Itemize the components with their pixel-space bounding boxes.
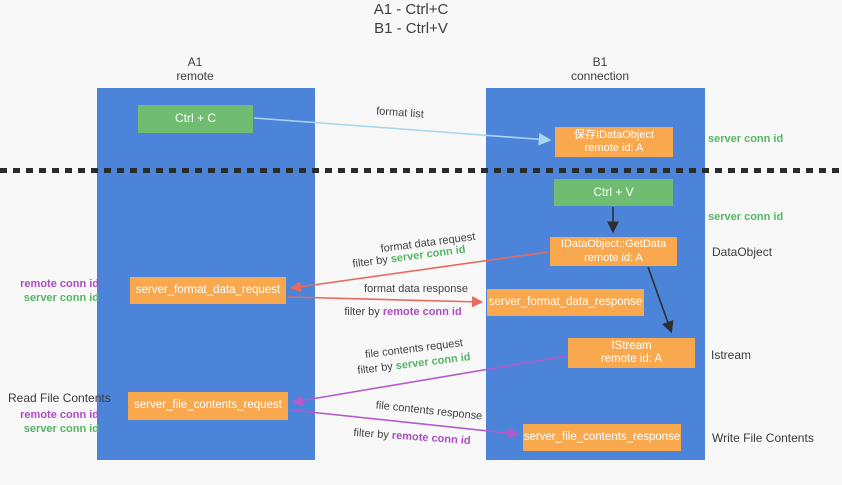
node-idataobject-getdata-line2: remote id: A — [584, 251, 643, 264]
node-server-format-data-response-label: server_format_data_response — [488, 295, 643, 308]
lane-header-a1: A1 remote — [96, 55, 294, 83]
lane-a1-subtitle: remote — [176, 69, 214, 83]
label-format-data-response-filter: filter by remote conn id — [344, 306, 461, 318]
note-server-conn-id-mid: server conn id — [708, 211, 784, 223]
diagram-title-line2: B1 - Ctrl+V — [374, 20, 448, 37]
note-conn-ids-file: remote conn id server conn id — [0, 409, 99, 436]
note-read-file-contents: Read File Contents — [8, 391, 111, 405]
node-ctrl-v-label: Ctrl + V — [593, 184, 634, 199]
node-save-idataobject-line2: remote id: A — [584, 142, 644, 154]
note-remote-conn-id-top: remote conn id — [20, 278, 99, 290]
node-server-format-data-request: server_format_data_request — [130, 277, 286, 304]
label-format-data-response-filter-prefix: filter by — [344, 306, 383, 318]
lane-a1-name: A1 — [187, 55, 203, 69]
arrow-format-data-response — [287, 296, 484, 308]
node-server-file-contents-request-label: server_file_contents_request — [134, 399, 282, 412]
node-istream-line1: IStream — [611, 339, 652, 352]
label-format-data-response-filter-key: remote conn id — [382, 306, 462, 318]
node-save-idataobject-line1: 保存IDataObject — [573, 128, 655, 141]
label-file-contents-response: file contents response — [375, 399, 483, 423]
node-server-file-contents-response: server_file_contents_response — [523, 424, 681, 451]
note-server-conn-id-top: server conn id — [708, 133, 784, 145]
node-istream-line2: remote id: A — [600, 353, 663, 365]
label-format-list: format list — [375, 105, 425, 121]
label-file-contents-response-filter: filter by remote conn id — [353, 427, 471, 447]
node-istream: IStream remote id: A — [568, 338, 695, 368]
lane-header-b1: B1 connection — [500, 55, 700, 83]
note-remote-conn-id-bottom: remote conn id — [20, 409, 99, 421]
label-file-contents-response-filter-prefix: filter by — [353, 426, 393, 442]
node-idataobject-getdata: IDataObject::GetData remote id: A — [550, 237, 677, 266]
label-file-contents-request-filter-prefix: filter by — [356, 360, 397, 377]
note-server-conn-id-left-bottom: server conn id — [23, 422, 99, 435]
copy-paste-divider-line — [0, 168, 842, 173]
node-idataobject-getdata-line1: IDataObject::GetData — [560, 238, 667, 250]
note-server-conn-id-left-top: server conn id — [23, 291, 99, 304]
node-ctrl-v: Ctrl + V — [554, 179, 673, 206]
lane-b1-subtitle: connection — [570, 69, 630, 83]
note-conn-ids-format: remote conn id server conn id — [0, 278, 99, 305]
node-server-file-contents-request: server_file_contents_request — [128, 392, 288, 420]
node-ctrl-c-label: Ctrl + C — [174, 111, 216, 126]
note-dataobject: DataObject — [712, 245, 773, 259]
lane-b1-name: B1 — [592, 55, 608, 69]
note-write-file-contents: Write File Contents — [712, 431, 814, 445]
note-istream: Istream — [711, 348, 752, 362]
node-server-file-contents-response-label: server_file_contents_response — [523, 430, 681, 443]
node-ctrl-c: Ctrl + C — [138, 105, 253, 133]
label-format-data-request-filter-prefix: filter by — [351, 253, 392, 271]
diagram-title-line1: A1 - Ctrl+C — [373, 1, 449, 18]
diagram-title: A1 - Ctrl+C B1 - Ctrl+V — [0, 0, 822, 38]
node-server-format-data-response: server_format_data_response — [487, 289, 644, 316]
label-file-contents-response-filter-key: remote conn id — [391, 429, 471, 448]
node-server-format-data-request-label: server_format_data_request — [135, 283, 281, 296]
label-format-data-response: format data response — [364, 283, 468, 295]
node-save-idataobject: 保存IDataObject remote id: A — [555, 127, 673, 157]
